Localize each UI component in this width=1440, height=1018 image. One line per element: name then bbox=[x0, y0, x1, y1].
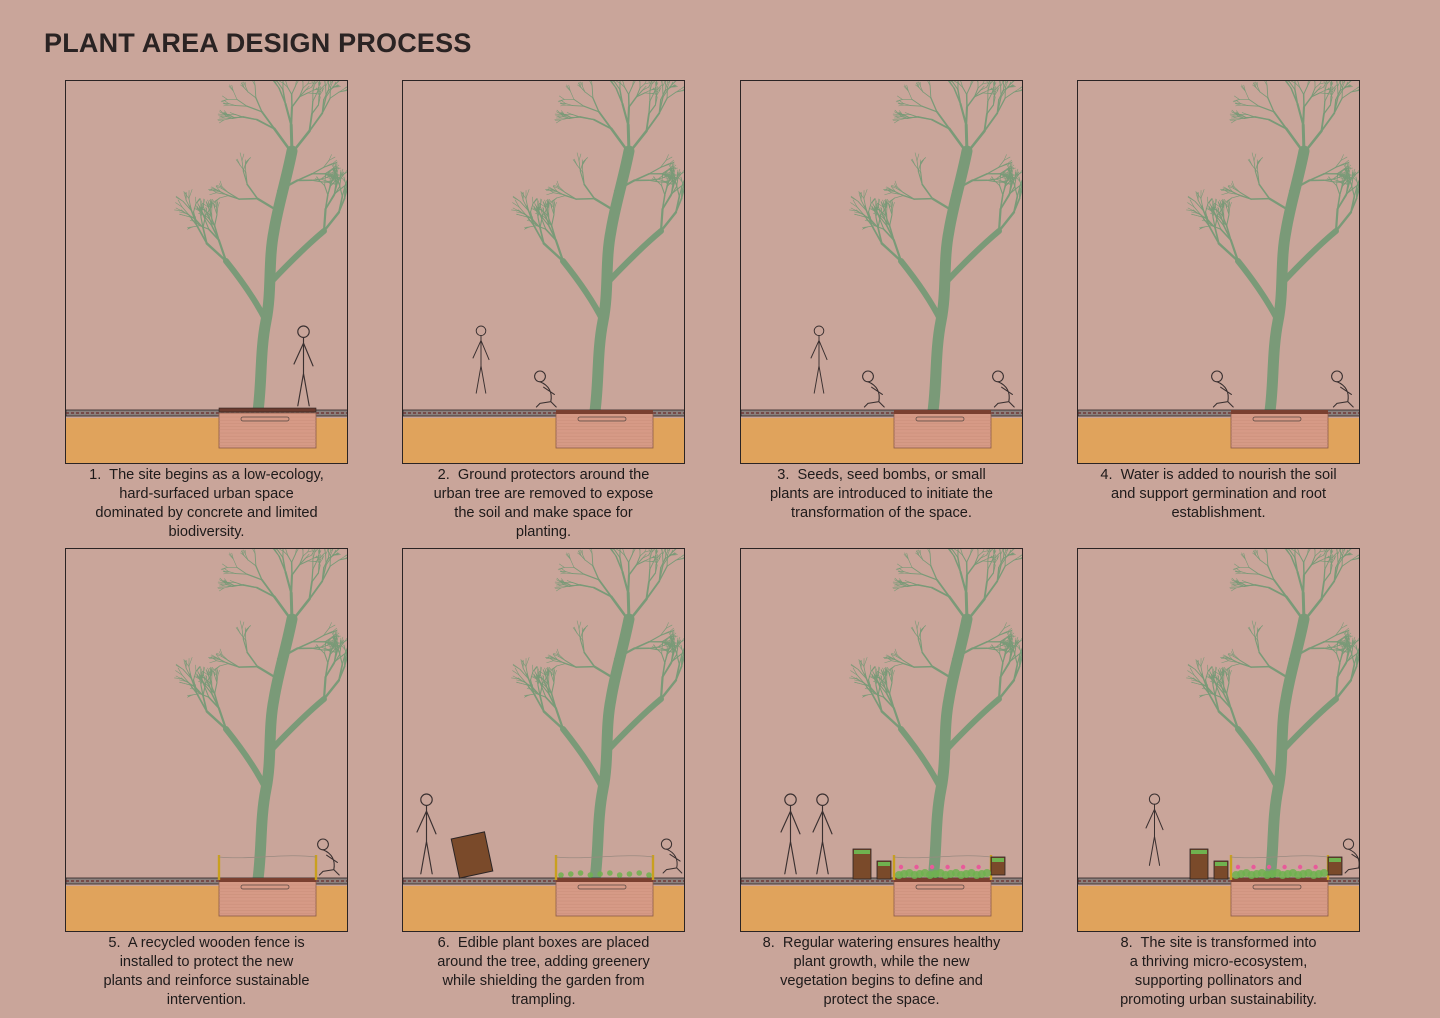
step-illustration bbox=[65, 548, 348, 932]
tree-illustration bbox=[174, 81, 347, 417]
step-text: A recycled wooden fence is installed to … bbox=[103, 935, 310, 1008]
person-figure bbox=[992, 370, 1015, 408]
step-number: 2. bbox=[437, 467, 450, 483]
tree-pit bbox=[218, 412, 317, 449]
step-caption: 4. Water is added to nourish the soil an… bbox=[1071, 466, 1366, 523]
step-panel-8: 8. The site is transformed into a thrivi… bbox=[1077, 548, 1360, 1008]
step-illustration bbox=[65, 80, 348, 464]
step-illustration bbox=[1077, 80, 1360, 464]
step-panel-6: 6. Edible plant boxes are placed around … bbox=[402, 548, 685, 1008]
step-number: 8. bbox=[762, 935, 775, 951]
step-caption: 6. Edible plant boxes are placed around … bbox=[396, 934, 691, 1010]
plant-box-on-trolley bbox=[450, 831, 494, 879]
person-figure bbox=[780, 793, 801, 875]
step-illustration bbox=[402, 548, 685, 932]
step-number: 6. bbox=[437, 935, 450, 951]
step-illustration bbox=[740, 80, 1023, 464]
person-figure bbox=[416, 793, 437, 875]
step-number: 1. bbox=[89, 467, 102, 483]
wooden-fence bbox=[554, 855, 655, 880]
tree-pit bbox=[893, 880, 992, 917]
step-number: 4. bbox=[1100, 467, 1113, 483]
step-caption: 2. Ground protectors around the urban tr… bbox=[396, 466, 691, 542]
tree-grate bbox=[218, 407, 317, 413]
step-panel-2: 2. Ground protectors around the urban tr… bbox=[402, 80, 685, 540]
tree-pit bbox=[555, 412, 654, 449]
plant-boxes bbox=[852, 848, 1006, 880]
person-figure bbox=[1211, 370, 1234, 408]
step-text: Ground protectors around the urban tree … bbox=[433, 467, 654, 540]
tree-illustration bbox=[1186, 549, 1359, 885]
exposed-soil bbox=[894, 878, 991, 882]
tree-illustration bbox=[174, 549, 347, 885]
tree-illustration bbox=[849, 549, 1022, 885]
person-figure bbox=[862, 370, 885, 408]
tree-pit bbox=[555, 880, 654, 917]
step-text: Regular watering ensures healthy plant g… bbox=[780, 935, 1001, 1008]
wooden-fence bbox=[217, 855, 318, 880]
step-illustration bbox=[1077, 548, 1360, 932]
person-figure bbox=[812, 793, 833, 875]
planting bbox=[895, 864, 991, 879]
person-figure bbox=[1331, 370, 1354, 408]
tree-pit bbox=[218, 880, 317, 917]
ground-section bbox=[741, 877, 1022, 931]
tree-pit bbox=[1230, 880, 1329, 917]
planting bbox=[1232, 864, 1328, 879]
tree-illustration bbox=[511, 549, 684, 885]
step-text: The site is transformed into a thriving … bbox=[1120, 935, 1317, 1008]
step-illustration bbox=[402, 80, 685, 464]
person-figure bbox=[317, 838, 340, 876]
person-figure bbox=[1342, 838, 1359, 874]
exposed-soil bbox=[1231, 878, 1328, 882]
plant-boxes bbox=[1189, 848, 1343, 880]
step-illustration bbox=[740, 548, 1023, 932]
page-title: PLANT AREA DESIGN PROCESS bbox=[44, 28, 472, 58]
step-number: 3. bbox=[777, 467, 790, 483]
person-figure bbox=[472, 325, 490, 394]
ground-section bbox=[741, 409, 1022, 463]
step-caption: 8. Regular watering ensures healthy plan… bbox=[734, 934, 1029, 1010]
step-caption: 1. The site begins as a low-ecology, har… bbox=[59, 466, 354, 542]
step-caption: 8. The site is transformed into a thrivi… bbox=[1071, 934, 1366, 1010]
step-caption: 5. A recycled wooden fence is installed … bbox=[59, 934, 354, 1010]
tree-illustration bbox=[1186, 81, 1359, 417]
ground-section bbox=[1078, 409, 1359, 463]
step-panel-5: 5. A recycled wooden fence is installed … bbox=[65, 548, 348, 1008]
step-caption: 3. Seeds, seed bombs, or small plants ar… bbox=[734, 466, 1029, 523]
ground-section bbox=[403, 877, 684, 931]
exposed-soil bbox=[219, 878, 316, 882]
tree-illustration bbox=[511, 81, 684, 417]
step-panel-4: 4. Water is added to nourish the soil an… bbox=[1077, 80, 1360, 521]
tree-illustration bbox=[849, 81, 1022, 417]
step-panel-1: 1. The site begins as a low-ecology, har… bbox=[65, 80, 348, 540]
planting bbox=[558, 870, 652, 878]
exposed-soil bbox=[556, 410, 653, 414]
step-panel-3: 3. Seeds, seed bombs, or small plants ar… bbox=[740, 80, 1023, 521]
step-text: Seeds, seed bombs, or small plants are i… bbox=[769, 467, 994, 521]
exposed-soil bbox=[556, 878, 653, 882]
exposed-soil bbox=[894, 410, 991, 414]
ground-section bbox=[66, 407, 347, 463]
ground-section bbox=[1078, 877, 1359, 931]
person-figure bbox=[534, 370, 557, 408]
step-panel-7: 8. Regular watering ensures healthy plan… bbox=[740, 548, 1023, 1008]
step-number: 5. bbox=[108, 935, 121, 951]
step-number: 8. bbox=[1120, 935, 1133, 951]
person-figure bbox=[810, 325, 828, 394]
step-text: Water is added to nourish the soil and s… bbox=[1111, 467, 1337, 521]
step-text: The site begins as a low-ecology, hard-s… bbox=[95, 467, 324, 540]
person-figure bbox=[660, 838, 683, 874]
ground-section bbox=[403, 409, 684, 463]
ground-section bbox=[66, 877, 347, 931]
person-figure bbox=[1145, 793, 1164, 866]
step-text: Edible plant boxes are placed around the… bbox=[437, 935, 650, 1008]
exposed-soil bbox=[1231, 410, 1328, 414]
person-figure bbox=[293, 325, 314, 407]
